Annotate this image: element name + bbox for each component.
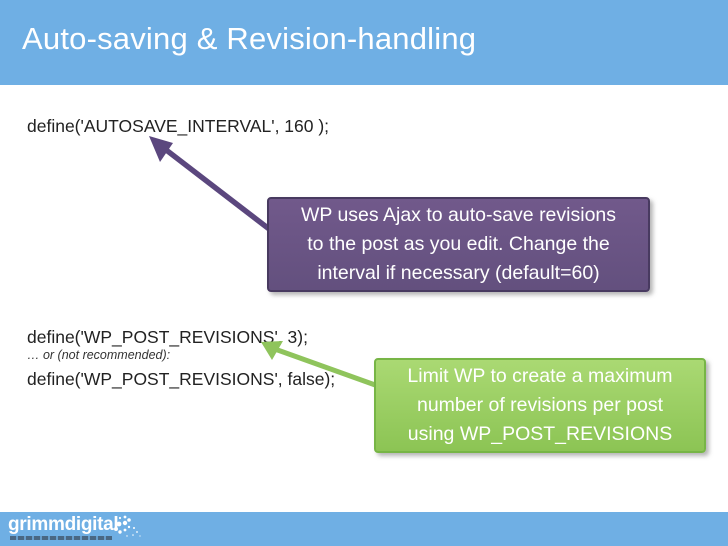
slide-footer-bar: grimmdigital — [0, 512, 728, 546]
grimmdigital-logo: grimmdigital — [8, 514, 119, 535]
logo-dots-swirl-icon — [114, 515, 141, 537]
logo-tagline-bar — [10, 536, 112, 540]
slide-title: Auto-saving & Revision-handling — [22, 21, 477, 56]
callout-line: Limit WP to create a maximum — [407, 365, 673, 387]
callout-line: WP uses Ajax to auto-save revisions — [300, 204, 617, 226]
callout-line: to the post as you edit. Change the — [307, 233, 610, 255]
callout-autosave-note: WP uses Ajax to auto-save revisions to t… — [267, 197, 650, 292]
autosave-arrow — [149, 136, 275, 235]
code-note-not-recommended: … or (not recommended): — [27, 348, 171, 362]
code-post-revisions-false: define('WP_POST_REVISIONS', false); — [27, 369, 336, 389]
slide-header-bar: Auto-saving & Revision-handling — [0, 0, 728, 85]
callout-line: using WP_POST_REVISIONS — [407, 423, 673, 445]
callout-revisions-note: Limit WP to create a maximum number of r… — [374, 358, 706, 453]
callout-line: number of revisions per post — [416, 394, 664, 416]
code-post-revisions-limit: define('WP_POST_REVISIONS', 3); — [27, 327, 308, 347]
callout-line: interval if necessary (default=60) — [317, 262, 600, 284]
code-autosave-interval: define('AUTOSAVE_INTERVAL', 160 ); — [27, 116, 330, 136]
